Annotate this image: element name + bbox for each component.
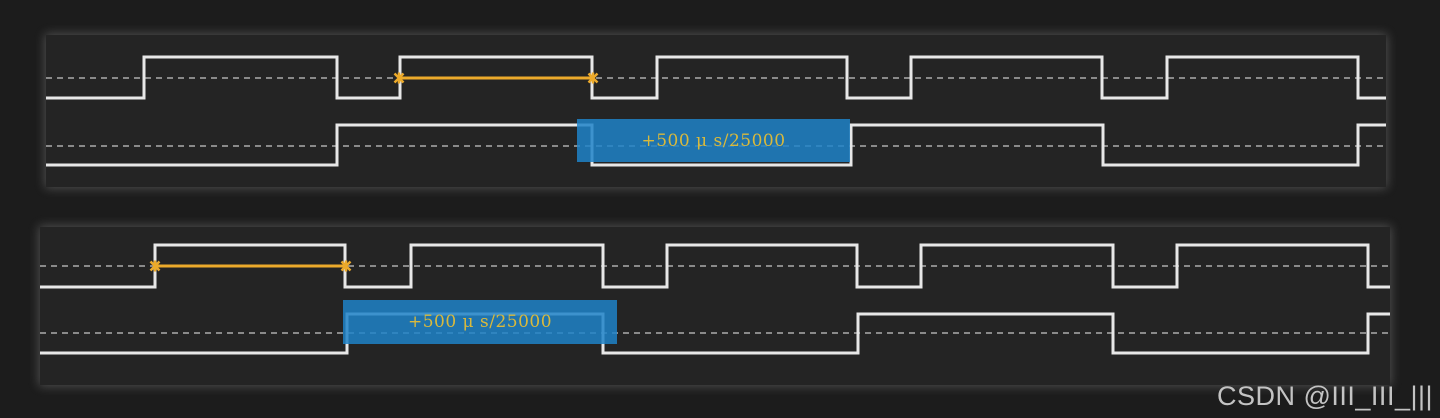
measurement-tooltip-label: +500 μ s/25000: [641, 130, 786, 151]
waveform-panel-bottom[interactable]: [40, 227, 1390, 385]
measurement-tooltip-label: +500 μ s/25000: [407, 312, 553, 332]
measurement-tooltip: +500 μ s/25000: [577, 119, 850, 162]
measurement-tooltip: +500 μ s/25000: [343, 300, 617, 344]
watermark: CSDN @III_III_|||: [1217, 381, 1433, 411]
waveform-panel-top[interactable]: [46, 35, 1386, 187]
